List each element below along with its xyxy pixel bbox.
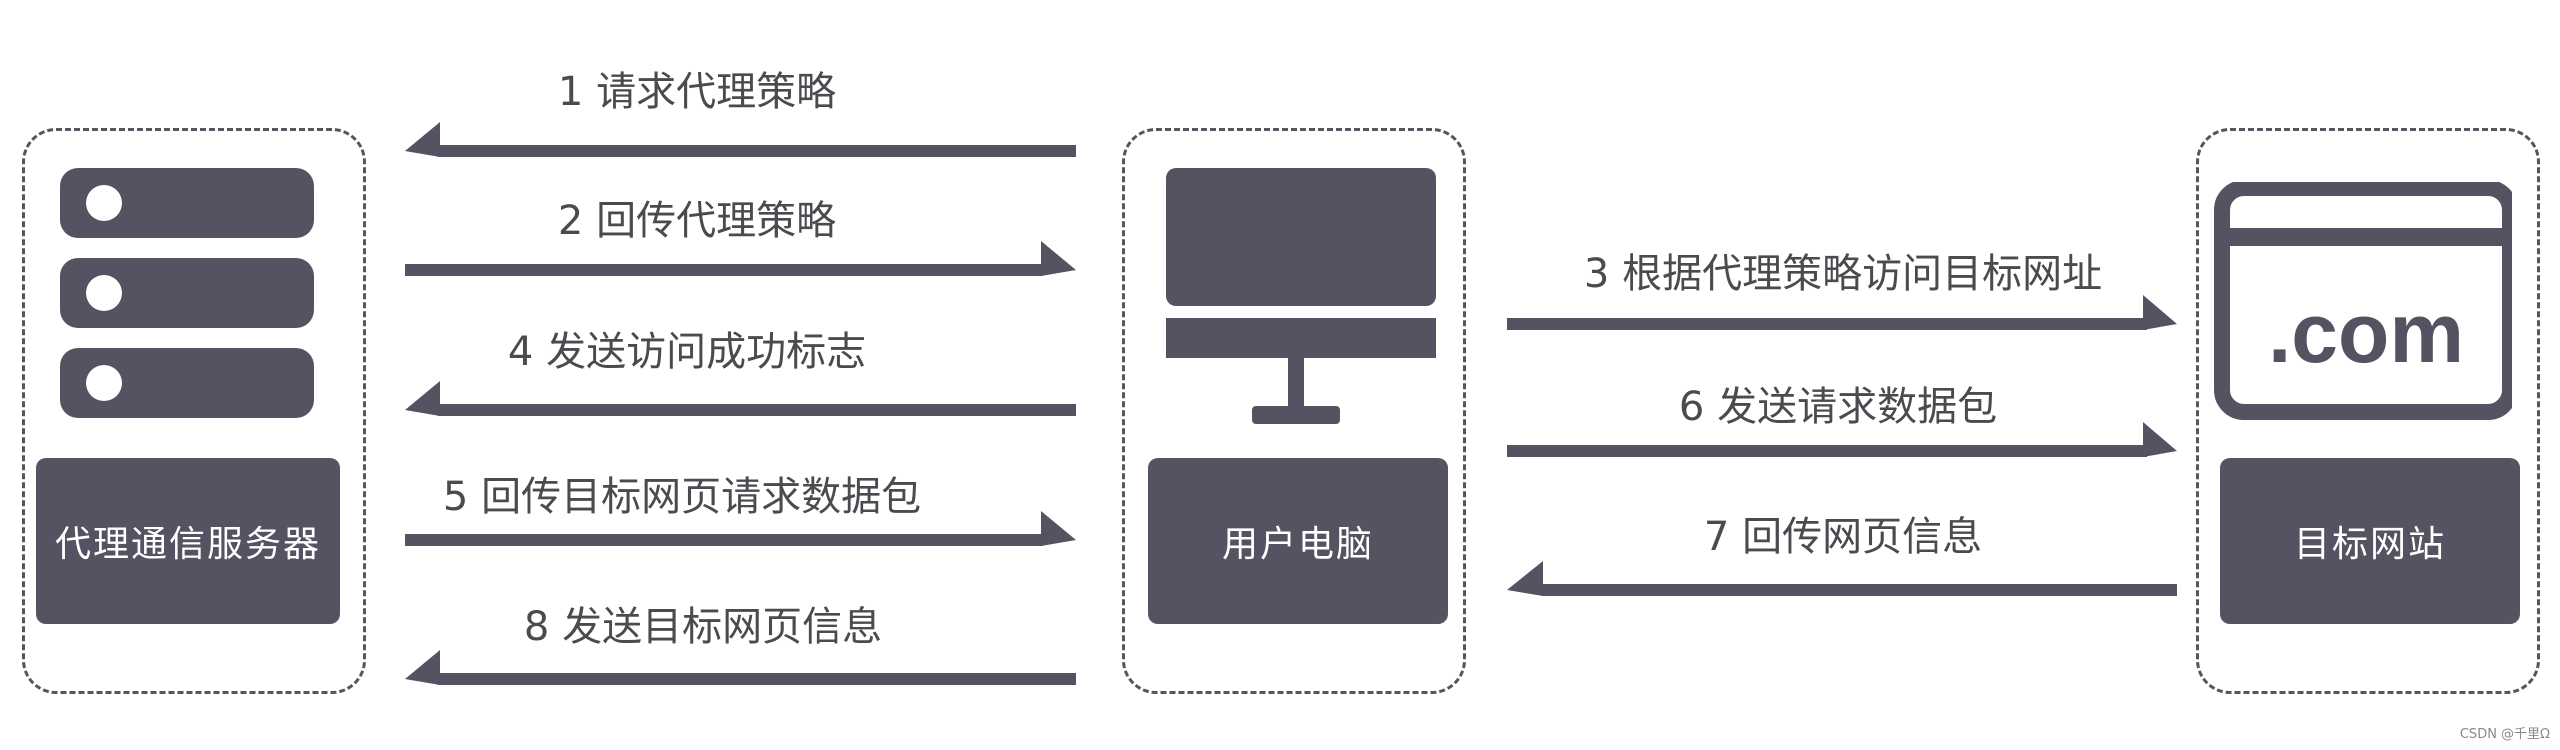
- arrow-3-right: [1507, 295, 2177, 330]
- browser-toolbar: [2222, 228, 2510, 246]
- monitor-bezel: [1166, 306, 1436, 318]
- arrow-1-left: [405, 122, 1076, 157]
- monitor-icon: [1166, 168, 1436, 424]
- target-site-node: [2196, 128, 2540, 694]
- server-led-2: [86, 275, 122, 311]
- arrow-6-right: [1507, 422, 2177, 457]
- arrow-4-label: 4 发送访问成功标志: [507, 329, 867, 375]
- proxy-server-node: [22, 128, 366, 694]
- arrow-6-label: 6 发送请求数据包: [1678, 384, 1998, 430]
- server-led-3: [86, 365, 122, 401]
- arrow-2-label: 2 回传代理策略: [557, 198, 837, 244]
- server-rack-1: [60, 168, 314, 238]
- proxy-server-label: 代理通信服务器: [36, 458, 340, 624]
- monitor-chin: [1166, 318, 1436, 358]
- target-site-label: 目标网站: [2220, 458, 2520, 624]
- watermark: CSDN @千里Ω: [2459, 727, 2550, 742]
- arrow-3-label: 3 根据代理策略访问目标网址: [1583, 251, 2103, 297]
- arrow-2-right: [405, 241, 1076, 276]
- arrow-1-label: 1 请求代理策略: [557, 69, 837, 115]
- server-led-1: [86, 185, 122, 221]
- monitor-base: [1252, 406, 1340, 424]
- arrow-8-left: [405, 650, 1076, 685]
- monitor-screen: [1166, 168, 1436, 306]
- server-rack-2: [60, 258, 314, 328]
- arrow-5-label: 5 回传目标网页请求数据包: [442, 474, 922, 520]
- arrow-4-left: [405, 381, 1076, 416]
- arrow-7-left: [1507, 561, 2177, 596]
- browser-dotcom-text: .com: [2268, 286, 2464, 380]
- browser-icon: .com: [2214, 182, 2512, 420]
- arrow-8-label: 8 发送目标网页信息: [523, 604, 883, 650]
- arrow-5-right: [405, 511, 1076, 546]
- user-pc-node: [1122, 128, 1466, 694]
- arrow-7-label: 7 回传网页信息: [1703, 514, 1983, 560]
- user-pc-label: 用户电脑: [1148, 458, 1448, 624]
- browser-window: [2214, 182, 2512, 420]
- monitor-stand: [1288, 358, 1304, 408]
- server-rack-3: [60, 348, 314, 418]
- server-icon: [60, 168, 314, 418]
